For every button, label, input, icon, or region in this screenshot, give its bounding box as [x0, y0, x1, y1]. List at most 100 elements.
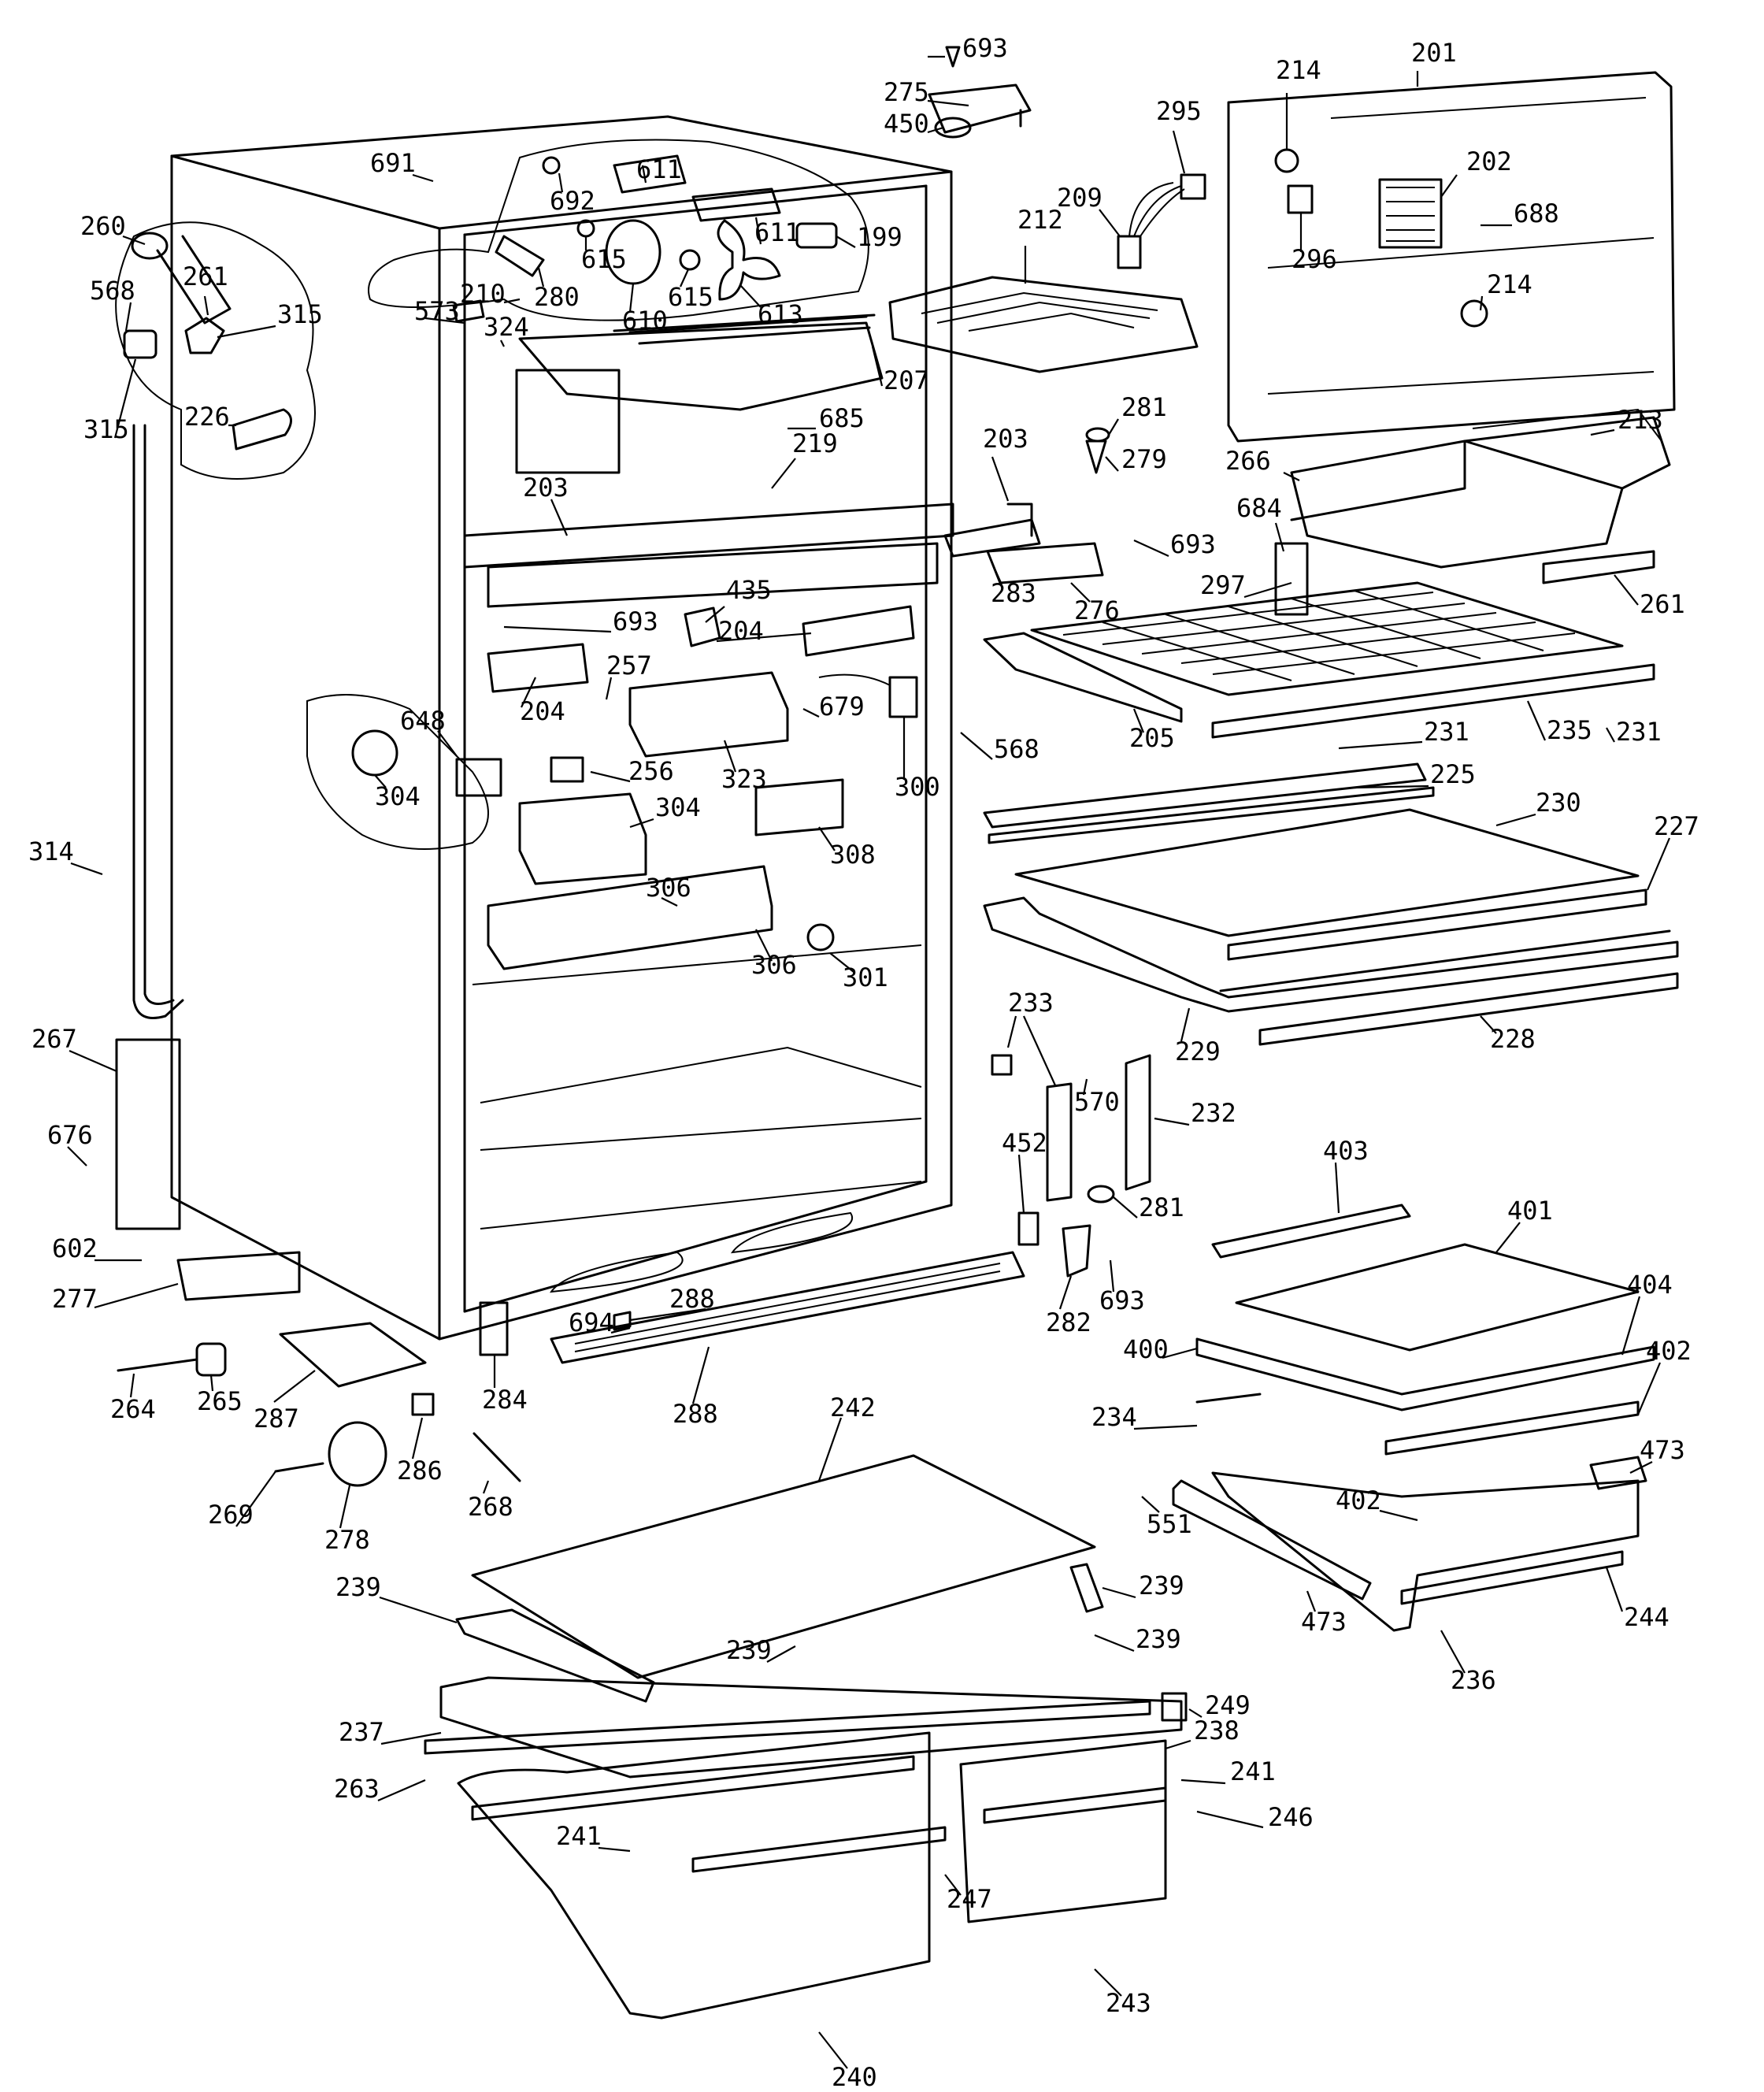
part-label-615: 615: [581, 244, 627, 274]
shelf-rails: [991, 1054, 1151, 1278]
part-label-246: 246: [1268, 1802, 1314, 1832]
part-label-693: 693: [613, 606, 658, 636]
part-label-277: 277: [52, 1284, 98, 1314]
part-label-213: 213: [1618, 405, 1663, 435]
part-label-287: 287: [254, 1404, 299, 1434]
part-label-402: 402: [1646, 1336, 1692, 1366]
part-label-570: 570: [1074, 1087, 1120, 1117]
part-label-295: 295: [1156, 96, 1202, 126]
part-label-306: 306: [751, 950, 797, 980]
part-label-315: 315: [83, 414, 129, 444]
leader-lines: [67, 55, 1671, 2069]
part-label-403: 403: [1323, 1136, 1369, 1166]
part-number-labels: 6932754502012142952022096882962142126916…: [28, 33, 1699, 2092]
part-label-679: 679: [819, 692, 865, 721]
part-label-573: 573: [414, 296, 460, 326]
part-label-282: 282: [1046, 1308, 1091, 1337]
part-label-694: 694: [569, 1308, 614, 1337]
right-shelf-and-drawer: [1172, 1204, 1655, 1632]
part-label-473: 473: [1301, 1607, 1347, 1637]
part-label-685: 685: [819, 403, 865, 433]
part-label-264: 264: [110, 1394, 156, 1424]
part-label-204: 204: [520, 696, 565, 726]
part-label-236: 236: [1451, 1665, 1496, 1695]
crisper-assembly: [424, 1454, 1188, 2020]
part-label-301: 301: [843, 963, 888, 992]
control-components: [351, 605, 918, 970]
part-label-551: 551: [1147, 1509, 1192, 1539]
part-label-239: 239: [1139, 1571, 1184, 1601]
part-label-435: 435: [726, 575, 772, 605]
part-label-323: 323: [721, 764, 767, 794]
part-label-237: 237: [339, 1717, 384, 1747]
part-label-269: 269: [208, 1500, 254, 1530]
part-label-244: 244: [1624, 1602, 1670, 1632]
part-label-401: 401: [1507, 1196, 1553, 1226]
part-label-296: 296: [1292, 244, 1337, 274]
part-label-400: 400: [1123, 1334, 1169, 1364]
part-label-265: 265: [197, 1386, 243, 1416]
part-label-684: 684: [1236, 493, 1282, 523]
part-label-203: 203: [523, 473, 569, 503]
part-label-238: 238: [1194, 1716, 1240, 1745]
ice-tray: [888, 276, 1199, 373]
part-label-306: 306: [646, 873, 691, 903]
part-label-268: 268: [468, 1492, 513, 1522]
part-label-261: 261: [1640, 589, 1685, 619]
part-label-203: 203: [983, 424, 1028, 454]
part-label-240: 240: [832, 2062, 877, 2092]
part-label-611: 611: [754, 217, 800, 247]
part-label-693: 693: [962, 33, 1008, 63]
part-label-402: 402: [1336, 1486, 1381, 1515]
part-label-693: 693: [1099, 1285, 1145, 1315]
part-label-297: 297: [1200, 570, 1246, 600]
part-label-232: 232: [1191, 1098, 1236, 1128]
part-label-324: 324: [484, 312, 529, 342]
part-label-201: 201: [1411, 38, 1457, 68]
part-label-231: 231: [1616, 717, 1662, 747]
part-label-199: 199: [857, 222, 902, 252]
part-label-214: 214: [1487, 269, 1532, 299]
part-label-261: 261: [183, 262, 228, 291]
part-label-610: 610: [622, 306, 668, 336]
part-label-233: 233: [1008, 988, 1054, 1018]
part-label-688: 688: [1514, 198, 1559, 228]
part-label-283: 283: [991, 578, 1036, 608]
part-label-452: 452: [1002, 1128, 1047, 1158]
part-label-648: 648: [400, 706, 446, 736]
part-label-404: 404: [1627, 1270, 1673, 1300]
part-label-260: 260: [80, 211, 126, 241]
part-label-202: 202: [1466, 147, 1512, 176]
part-label-613: 613: [758, 299, 803, 329]
top-hinge: [928, 46, 1032, 139]
fan-assembly: [452, 154, 884, 474]
part-label-308: 308: [830, 840, 876, 870]
part-label-304: 304: [375, 781, 421, 811]
part-label-228: 228: [1490, 1024, 1536, 1054]
sensor-harness: [1117, 173, 1206, 269]
water-line-parts: [115, 232, 292, 1230]
part-label-243: 243: [1106, 1988, 1151, 2018]
part-label-239: 239: [335, 1572, 381, 1602]
part-label-263: 263: [334, 1774, 380, 1804]
part-label-230: 230: [1536, 788, 1581, 818]
part-label-219: 219: [792, 428, 838, 458]
part-label-473: 473: [1640, 1435, 1685, 1465]
part-label-300: 300: [895, 772, 940, 802]
part-label-257: 257: [606, 651, 652, 681]
ice-bucket: [1290, 408, 1671, 569]
part-label-676: 676: [47, 1120, 93, 1150]
part-label-229: 229: [1175, 1037, 1221, 1066]
part-label-304: 304: [655, 792, 701, 822]
freezer-back-panel: [1227, 71, 1676, 443]
part-label-279: 279: [1121, 444, 1167, 474]
part-label-239: 239: [1136, 1624, 1181, 1654]
part-label-693: 693: [1170, 529, 1216, 559]
part-label-276: 276: [1074, 595, 1120, 625]
part-label-615: 615: [668, 282, 713, 312]
part-label-256: 256: [628, 756, 674, 786]
part-label-204: 204: [718, 616, 764, 646]
part-label-241: 241: [556, 1821, 602, 1851]
part-label-315: 315: [277, 299, 323, 329]
